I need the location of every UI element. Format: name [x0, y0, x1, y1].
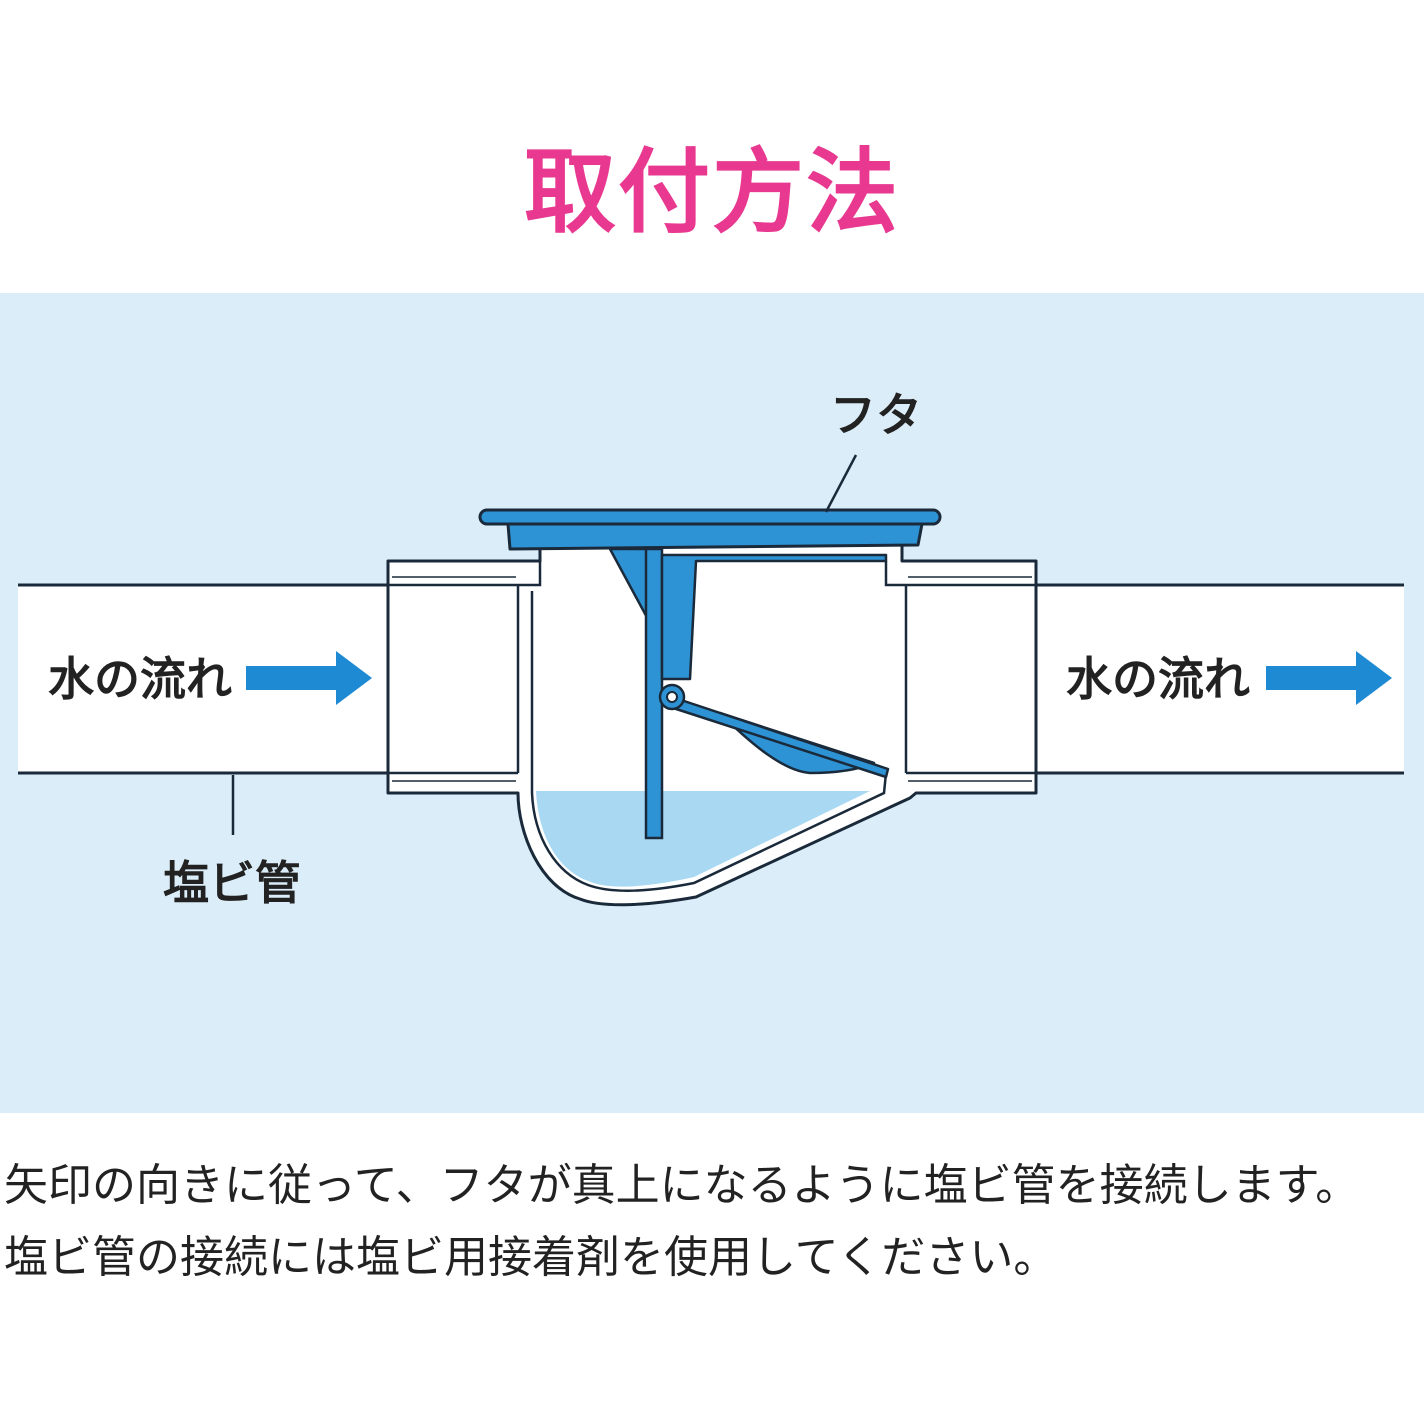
check-valve-diagram: フタ 水の流れ 水の流れ 塩ビ管 — [0, 293, 1424, 1113]
chamber-inner-wall — [530, 591, 888, 893]
right-socket-inner — [904, 583, 1036, 775]
right-socket-shoulder — [884, 561, 906, 587]
flow-out-label: 水の流れ — [1066, 652, 1250, 706]
hinge-pin-center — [666, 691, 678, 703]
lid-leader-line — [824, 454, 858, 513]
left-socket-shoulder — [386, 561, 542, 793]
flow-in-label: 水の流れ — [48, 652, 232, 706]
instruction-line-2: 塩ビ管の接続には塩ビ用接着剤を使用してください。 — [4, 1232, 1058, 1283]
lid-plug — [506, 522, 924, 551]
instruction-line-1: 矢印の向きに従って、フタが真上になるように塩ビ管を接続します。 — [4, 1160, 1360, 1211]
lid-label: フタ — [830, 388, 922, 442]
lid-bracket — [660, 553, 888, 681]
instructions: 矢印の向きに従って、フタが真上になるように塩ビ管を接続します。 塩ビ管の接続には… — [4, 1150, 1420, 1294]
water-fill — [536, 791, 870, 887]
lid-stem — [644, 547, 664, 840]
flow-arrow-left-icon — [246, 651, 372, 705]
page-title: 取付方法 — [523, 139, 900, 246]
pipe-label: 塩ビ管 — [163, 856, 301, 910]
left-socket-inner — [388, 583, 520, 775]
lid-flange — [478, 508, 942, 526]
flow-arrow-right-icon — [1266, 651, 1392, 705]
diagram-panel: フタ 水の流れ 水の流れ 塩ビ管 — [0, 293, 1424, 1113]
